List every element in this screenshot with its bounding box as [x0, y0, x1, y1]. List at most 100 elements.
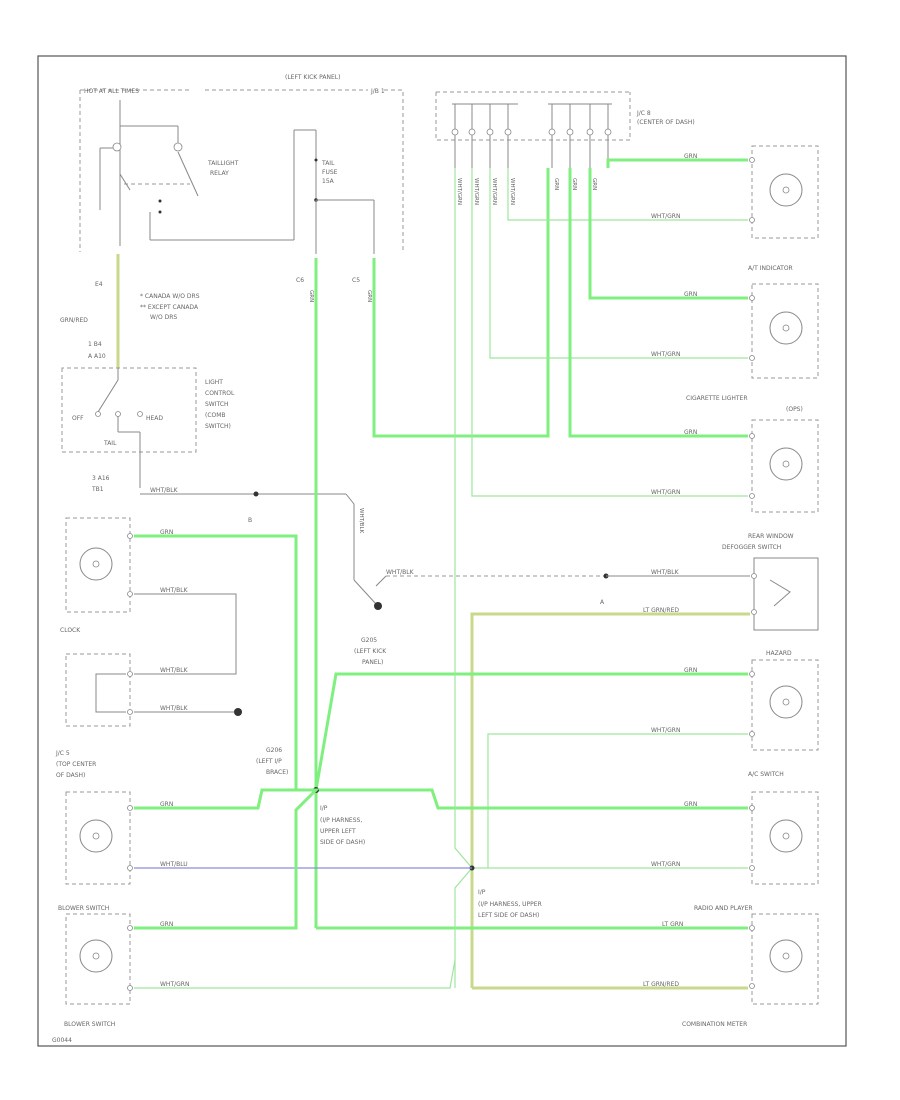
radio-bulb: [749, 913, 819, 1005]
defogger-join: [375, 575, 387, 587]
blower-bulb: [65, 913, 133, 1005]
svg-text:WHT/GRN: WHT/GRN: [509, 178, 515, 205]
left3-grn-label: GRN: [160, 801, 173, 808]
ltgrnred-wire: [470, 612, 750, 988]
rear-window-label-1: REAR WINDOW: [748, 533, 794, 540]
hazard-grn-label: GRN: [684, 667, 697, 674]
pin-1b4-label: 1 B4: [88, 341, 102, 348]
bulb-top: [749, 145, 819, 239]
ip-harness-b-label-2: (I/P HARNESS, UPPER: [478, 901, 542, 908]
pin-a10-label: A A10: [88, 353, 106, 360]
ip-harness-a-label-3: UPPER LEFT: [320, 828, 356, 835]
jc5-label-2: (TOP CENTER: [56, 761, 96, 768]
jc8-trunk-wire: [454, 168, 473, 988]
at-indicator-bulb: [749, 283, 819, 379]
at-grn-label: GRN: [684, 291, 697, 298]
wht-blk-switch-wire: [140, 491, 382, 610]
clock-whtblk-label: WHT/BLK: [160, 587, 189, 594]
tail-fuse-label-2: FUSE: [322, 169, 338, 176]
head-label: HEAD: [146, 415, 163, 422]
diagram-frame: [37, 55, 847, 1047]
svg-text:WHT/GRN: WHT/GRN: [473, 178, 479, 205]
rear-window-label-2: DEFOGGER SWITCH: [722, 544, 781, 551]
radio-player-label: RADIO AND PLAYER: [694, 905, 753, 912]
taillight-relay-label-1: TAILLIGHT: [207, 160, 239, 167]
main-grn-label-1: GRN: [308, 290, 314, 302]
cig-whtgrn-wire: [471, 168, 748, 497]
bulb-top-grn-wire: [606, 158, 748, 168]
cig-grn-label: GRN: [684, 429, 697, 436]
ac-grn-wire: [316, 788, 748, 810]
light-ctrl-label-5: SWITCH): [205, 423, 231, 430]
jc8-bus: [451, 103, 612, 168]
clock-whtblk-wire: [134, 593, 237, 675]
blower-switch-label: BLOWER SWITCH: [64, 1021, 115, 1028]
bulb-left-3: [65, 791, 133, 885]
cig-lighter-bulb: [749, 419, 819, 513]
light-ctrl-label-4: (COMB: [205, 412, 226, 419]
blower-grn-wire: [134, 788, 320, 930]
clock-bulb: [65, 517, 133, 613]
bulb-top-grn-label: GRN: [684, 153, 697, 160]
grnred-label: GRN/RED: [60, 317, 88, 324]
cig-lighter-label-2: (OPS): [786, 406, 803, 413]
at-whtgrn-wire: [489, 168, 748, 359]
blower-whtgrn-label: WHT/GRN: [160, 981, 189, 988]
pin-tb1-label: TB1: [91, 486, 104, 493]
g205-label-1: G205: [361, 637, 377, 644]
ip-harness-b-label-1: I/P: [478, 889, 486, 896]
blower-grn-label: GRN: [160, 921, 173, 928]
ac-switch-bulb: [749, 791, 819, 885]
g206-label-3: BRACE): [266, 769, 288, 776]
hot-at-all-times-label: HOT AT ALL TIMES: [84, 88, 139, 95]
svg-text:GRN: GRN: [553, 178, 559, 190]
light-control-switch: [95, 368, 143, 488]
pin-c5-label: C5: [352, 277, 360, 284]
hazard-whtgrn-label: WHT/GRN: [651, 727, 680, 734]
svg-text:WHT/GRN: WHT/GRN: [491, 178, 497, 205]
combination-meter-label: COMBINATION METER: [682, 1021, 747, 1028]
main-grn-wire-2: [372, 168, 550, 438]
jc8-label-2: (CENTER OF DASH): [637, 119, 695, 126]
taillight-relay-label-2: RELAY: [210, 170, 229, 177]
light-ctrl-label-3: SWITCH: [205, 401, 229, 408]
at-whtgrn-label: WHT/GRN: [651, 351, 680, 358]
off-label: OFF: [72, 415, 84, 422]
left3-whtblu-label: WHT/BLU: [160, 861, 188, 868]
left2-ground: [234, 708, 242, 716]
jb1-label: J/B 1: [370, 88, 385, 95]
jc8-wire-labels: WHT/GRN WHT/GRN WHT/GRN WHT/GRN GRN GRN …: [456, 178, 597, 205]
left2-whtblk-label-2: WHT/BLK: [160, 705, 189, 712]
jc5-label-1: J/C 5: [55, 750, 70, 757]
left-kick-panel-label: (LEFT KICK PANEL): [285, 74, 340, 81]
bulb-top-whtgrn-label: WHT/GRN: [651, 213, 680, 220]
g205-label-3: PANEL): [362, 659, 383, 666]
ac-switch-label: A/C SWITCH: [748, 771, 784, 778]
hazard-bulb: [749, 659, 819, 751]
ac-grn-label: GRN: [684, 801, 697, 808]
at-indicator-label: A/T INDICATOR: [748, 265, 793, 272]
canada-label-2: ** EXCEPT CANADA: [140, 304, 199, 311]
defogger-ltgrnred-label: LT GRN/RED: [643, 607, 679, 614]
ip-harness-a-label-1: I/P: [320, 805, 328, 812]
switch-wht-blk-label: WHT/BLK: [150, 487, 179, 494]
bulb-left-2: [65, 653, 133, 727]
left3-grn-wire: [134, 788, 316, 810]
pin-c6-label: C6: [296, 277, 304, 284]
jc8-label-1: J/C 8: [636, 110, 651, 117]
defogger-left-whtblk-label: WHT/BLK: [386, 569, 415, 576]
hazard-label: HAZARD: [766, 650, 792, 657]
main-grn-label-2: GRN: [366, 290, 372, 302]
pin-e4-label: E4: [95, 281, 103, 288]
pin-b-label: B: [248, 517, 252, 524]
radio-ltgrn-label: LT GRN: [662, 921, 683, 928]
defogger-whtblk-label: WHT/BLK: [651, 569, 680, 576]
ip-harness-b-label-3: LEFT SIDE OF DASH): [478, 912, 539, 919]
g206-label-2: (LEFT I/P: [256, 758, 282, 765]
at-grn-wire: [588, 168, 748, 300]
svg-text:GRN: GRN: [571, 178, 577, 190]
blower-whtgrn-wire: [134, 959, 456, 989]
vertical-wht-blk-label: WHT/BLK: [358, 508, 364, 534]
hazard-grn-wire: [314, 672, 748, 791]
taillight-relay: [99, 100, 316, 246]
